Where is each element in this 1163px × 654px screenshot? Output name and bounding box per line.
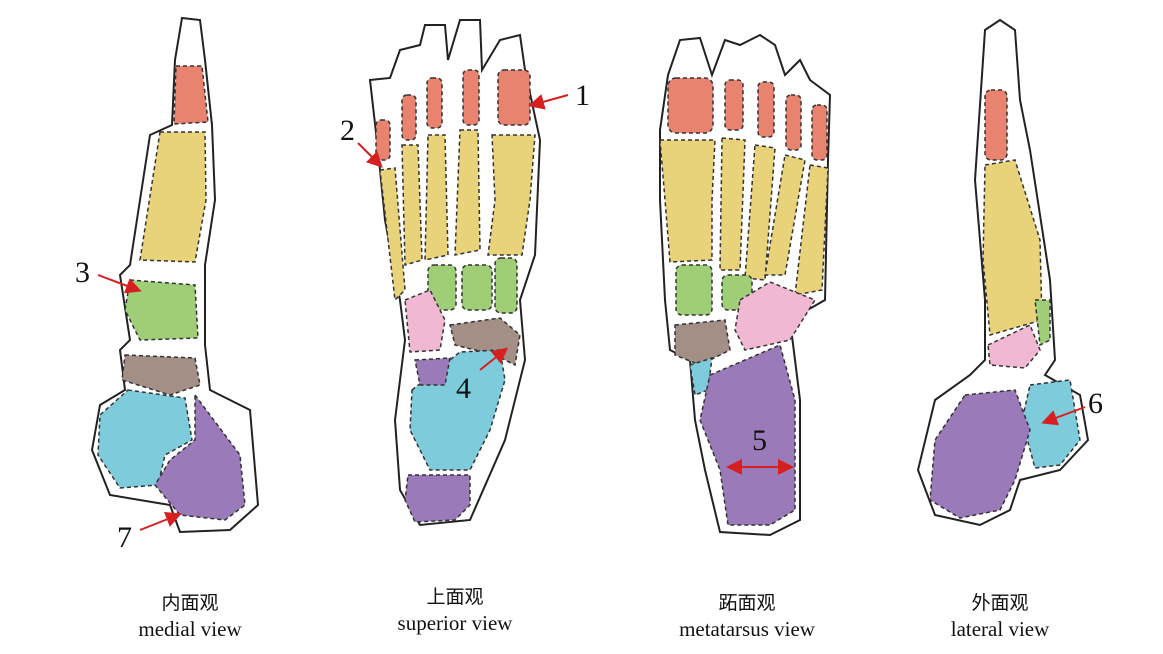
svg-text:7: 7 bbox=[117, 521, 132, 554]
caption-zh: 外面观 bbox=[971, 592, 1029, 614]
lateral-view-foot bbox=[916, 18, 1090, 527]
distal-phalanx bbox=[462, 69, 480, 126]
metatarsal bbox=[659, 139, 716, 263]
metatarsal bbox=[139, 131, 207, 263]
caption-en: medial view bbox=[138, 617, 242, 641]
distal-phalanx bbox=[984, 89, 1008, 161]
caption-en: superior view bbox=[397, 611, 513, 635]
calcaneus bbox=[929, 389, 1031, 519]
superior-view-foot bbox=[368, 19, 542, 527]
calcaneus bbox=[404, 474, 471, 523]
marker-5: 5 bbox=[726, 424, 794, 475]
distal-phalanx bbox=[375, 119, 391, 161]
calcaneus bbox=[414, 357, 451, 386]
metatarsal bbox=[764, 154, 806, 276]
cuboid bbox=[987, 323, 1041, 369]
distal-phalanx bbox=[497, 69, 531, 126]
distal-phalanx bbox=[426, 77, 443, 129]
distal-phalanx bbox=[667, 77, 714, 134]
caption-lateral: 外面观 lateral view bbox=[890, 590, 1110, 642]
distal-phalanx bbox=[173, 65, 209, 125]
svg-text:5: 5 bbox=[752, 424, 767, 457]
marker-2: 2 bbox=[340, 114, 383, 168]
metatarsal bbox=[487, 134, 536, 256]
svg-text:4: 4 bbox=[456, 372, 471, 405]
metatarsal bbox=[794, 164, 829, 296]
caption-zh: 内面观 bbox=[161, 592, 219, 614]
cuneiform bbox=[1034, 299, 1051, 347]
caption-zh: 上面观 bbox=[426, 586, 484, 608]
distal-phalanx bbox=[757, 81, 775, 138]
caption-en: metatarsus view bbox=[679, 617, 815, 641]
caption-zh: 跖面观 bbox=[718, 592, 776, 614]
metatarsal bbox=[454, 129, 481, 256]
svg-text:3: 3 bbox=[75, 256, 90, 289]
metatarsus-view-foot bbox=[659, 33, 832, 537]
distal-phalanx bbox=[785, 94, 802, 151]
cuneiform bbox=[461, 264, 493, 311]
metatarsal bbox=[401, 144, 423, 266]
metatarsal bbox=[379, 167, 406, 302]
cuneiform bbox=[675, 264, 713, 316]
marker-4: 4 bbox=[456, 347, 509, 405]
caption-metatarsus: 跖面观 metatarsus view bbox=[637, 590, 857, 642]
caption-en: lateral view bbox=[950, 617, 1050, 641]
medial-view-foot bbox=[90, 16, 260, 534]
marker-7: 7 bbox=[117, 511, 182, 554]
navicular bbox=[674, 319, 731, 366]
marker-3: 3 bbox=[75, 256, 142, 294]
cuneiform bbox=[494, 257, 518, 314]
metatarsal bbox=[424, 134, 449, 261]
svg-text:1: 1 bbox=[575, 79, 590, 112]
distal-phalanx bbox=[401, 94, 417, 141]
marker-6: 6 bbox=[1041, 387, 1103, 426]
caption-superior: 上面观 superior view bbox=[345, 584, 565, 636]
calcaneus bbox=[154, 392, 246, 521]
distal-phalanx bbox=[811, 104, 828, 161]
metatarsal bbox=[744, 144, 776, 281]
metatarsal bbox=[982, 159, 1043, 336]
talus bbox=[689, 356, 713, 397]
svg-text:6: 6 bbox=[1088, 387, 1103, 420]
metatarsal bbox=[719, 137, 746, 271]
marker-1: 1 bbox=[528, 79, 590, 112]
cuboid bbox=[734, 281, 817, 351]
cuneiform bbox=[124, 279, 199, 341]
navicular bbox=[121, 354, 201, 396]
cuboid bbox=[404, 289, 446, 353]
calcaneus bbox=[699, 343, 796, 526]
caption-medial: 内面观 medial view bbox=[80, 590, 300, 642]
svg-text:2: 2 bbox=[340, 114, 355, 147]
distal-phalanx bbox=[724, 79, 744, 131]
